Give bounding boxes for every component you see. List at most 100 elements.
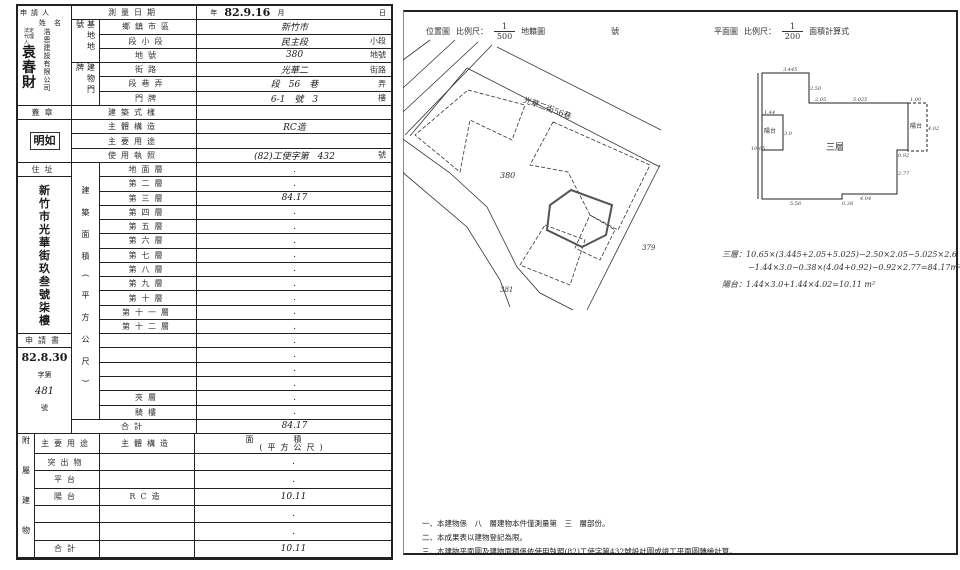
field-value-street: 光華二街路	[197, 63, 393, 78]
field-value-door-number-text: 6-1 號 3	[270, 94, 319, 105]
appendix-structure-text: RC造	[129, 492, 165, 502]
notes: 一、本建物係 八 層建物本件僅測量第 三 層部份。 二、本成果表以建物登記為限。…	[422, 517, 737, 559]
floor-label: 騎樓	[100, 405, 197, 420]
field-value-main-use	[197, 134, 393, 149]
building-outline	[414, 89, 526, 173]
lot-number: 381	[500, 286, 513, 294]
dim-label: 2.77	[897, 171, 910, 177]
appendix-structure	[100, 540, 195, 558]
field-label-main-structure-text: 主體構造	[108, 122, 160, 132]
appendix-header-use-text: 主要用途	[41, 439, 93, 449]
lower-road-edge	[403, 172, 511, 308]
address-text: 新竹市光華街玖叁號柒樓	[39, 183, 50, 327]
floor-area-value: .	[197, 291, 393, 306]
floor-label-text: 第六層	[128, 236, 168, 246]
note-item: 二、本成果表以建物登記為限。	[422, 533, 527, 542]
dim-label: 0.92	[898, 153, 909, 159]
formula-line: 三層：10.65×(3.445+2.05+5.025)−2.50×2.05−5.…	[722, 250, 957, 259]
floor-label	[100, 362, 197, 378]
month-label: 月	[277, 8, 285, 17]
building-outline	[574, 214, 616, 261]
appendix-use-text: 平台	[54, 475, 80, 485]
door-plate-group-label: 建物門牌	[72, 63, 100, 106]
floor-label-text: 騎樓	[135, 407, 161, 417]
appendix-use	[35, 523, 100, 541]
appendix-area: .	[195, 523, 393, 541]
floor-area-value: .	[197, 348, 393, 363]
appendix-use: 陽台	[35, 488, 100, 507]
dim-label: 0.38	[842, 201, 853, 207]
floor-label-text: 第九層	[128, 279, 168, 289]
appendix-structure	[100, 454, 195, 472]
dim-label: 1.44	[764, 110, 775, 116]
field-value-use-permit-text: (82)工使字第 432	[254, 151, 335, 162]
field-label-street-text: 街路	[135, 65, 161, 75]
road-edge	[496, 46, 662, 131]
appendix-use: 平台	[35, 471, 100, 489]
field-value-door-number-suffix: 樓	[378, 93, 386, 103]
seal-stamp: 明如	[18, 120, 72, 163]
appendix-area-text: .	[292, 509, 295, 520]
floor-label: 第三層	[100, 191, 197, 206]
area-unit-header: (平方公尺)	[259, 442, 328, 452]
field-label-lane-text: 段巷弄	[128, 79, 168, 89]
field-label-door-number-text: 門牌	[135, 93, 161, 103]
floor-label-text: 夾層	[135, 393, 161, 403]
field-value-section-suffix: 小段	[370, 36, 386, 46]
balcony-label: 陽台	[764, 127, 776, 135]
year-label: 年	[210, 8, 218, 17]
floor-area-value: .	[197, 262, 393, 278]
floor-area-value: .	[197, 277, 393, 292]
floor-label-text: 第十層	[128, 293, 168, 303]
floor-area-value: .	[197, 334, 393, 349]
drawings-svg: 光華二街56巷 380 379 381 3.445 2.50 2.05 5.02…	[403, 39, 939, 311]
floor-label: 第四層	[100, 205, 197, 221]
floor-label: 第七層	[100, 248, 197, 263]
appendix-area-text: .	[292, 526, 295, 537]
floor-area-value-text: .	[293, 264, 296, 275]
field-label-use-permit: 使用執照	[72, 148, 197, 163]
field-label-lane: 段巷弄	[100, 77, 197, 92]
floor-label: 第十層	[100, 291, 197, 306]
floor-area-value: .	[197, 391, 393, 406]
scale-denominator: 200	[784, 32, 801, 41]
field-value-lot-number-text: 380	[285, 50, 304, 61]
floor-label: 第十二層	[100, 319, 197, 335]
field-label-township-text: 鄉鎮市區	[122, 22, 174, 32]
dim-label: 2.50	[809, 86, 822, 92]
field-value-main-structure-text: RC造	[283, 123, 306, 134]
dim-label: 3.0	[784, 131, 793, 137]
area-calc-label: 面積計算式	[809, 27, 850, 36]
floor-label: 第十一層	[100, 305, 197, 320]
parcel-line	[403, 39, 431, 61]
floor-label-text: 第四層	[128, 207, 168, 217]
appendix-area: .	[195, 471, 393, 489]
floor-label-text: 地面層	[128, 165, 168, 175]
floor-area-value-text: .	[293, 221, 296, 232]
dimension-labels: 3.445 2.50 2.05 5.025 1.00 1.44 3.0 10.6…	[751, 67, 939, 207]
appendix-area-text: .	[292, 474, 295, 485]
floor-label	[100, 377, 197, 392]
application-number-suffix: 號	[41, 404, 48, 413]
application-number: 481	[34, 386, 55, 398]
applicant-label: 申請人	[20, 9, 53, 17]
field-value-building-style	[197, 105, 393, 121]
floor-area-value-text: .	[293, 293, 296, 304]
appendix-area-text: 10.11	[280, 543, 307, 554]
appendix-group-label: 附屬建物	[18, 434, 35, 558]
floor-name-label: 三層	[826, 142, 844, 153]
total-value-text: 84.17	[281, 421, 308, 432]
field-label-main-use-text: 主要用途	[108, 136, 160, 146]
field-value-lane: 段 56 巷弄	[197, 77, 393, 92]
field-value-township: 新竹市	[197, 20, 393, 35]
dim-label: 4.04	[859, 196, 871, 202]
base-lot-group-label: 基地地號	[72, 20, 100, 64]
floor-label	[100, 334, 197, 349]
field-value-section: 民主段小段	[197, 34, 393, 49]
note-item: 三、本建物平面圖及建物面積係依使用執照(82)工使字第432號設計圖或竣工平面圖…	[422, 547, 737, 556]
floor-area-value: .	[197, 377, 393, 392]
floor-area-value: .	[197, 234, 393, 249]
